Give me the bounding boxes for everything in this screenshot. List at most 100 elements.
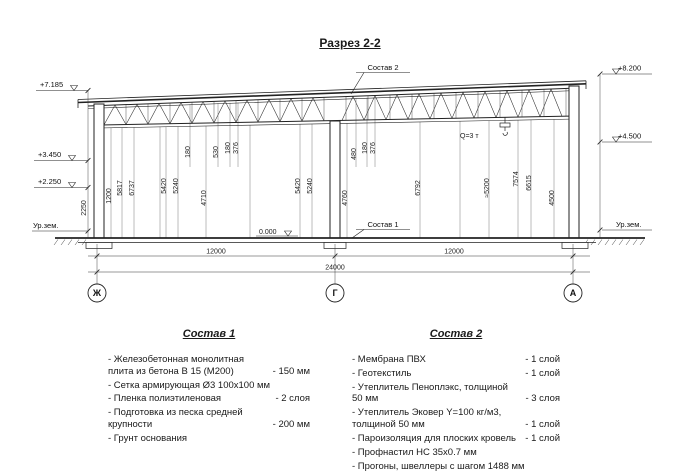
elevation-flag-icon xyxy=(67,155,77,162)
spec-item: - Пленка полиэтиленовая - 2 слоя xyxy=(108,393,310,405)
zero-level-flag-icon xyxy=(283,230,293,237)
crane-load-label: Q=3 т xyxy=(460,133,479,140)
dim-vertical: 180 xyxy=(185,146,192,158)
dim-vertical: 5240 xyxy=(173,178,180,194)
spec-item-text: - Утеплитель Пеноплэкс, толщиной 50 мм xyxy=(352,381,508,405)
spec-item: - Профнастил НС 35х0.7 мм xyxy=(352,447,560,459)
axis-bubble xyxy=(563,283,583,303)
dim-vertical: 5420 xyxy=(161,178,168,194)
dim-vertical: 2250 xyxy=(81,200,88,216)
dim-vertical: 180 xyxy=(362,142,369,154)
spec-item-text: - Сетка армирующая Ø3 100х100 мм xyxy=(108,379,271,391)
spec-item: - Мембрана ПВХ - 1 слой xyxy=(352,354,560,366)
dim-vertical: 376 xyxy=(233,142,240,154)
spec2-title: Состав 2 xyxy=(429,328,483,340)
spec-item: - Прогоны, швеллеры с шагом 1488 мм xyxy=(352,461,560,473)
spec-item-value: - 150 мм xyxy=(272,365,310,377)
ground-level-label: Ур.зем. xyxy=(616,220,641,229)
generated-geometry xyxy=(53,71,645,275)
dim-vertical: 4500 xyxy=(549,190,556,206)
elevation-marks xyxy=(32,68,652,237)
dim-vertical: 530 xyxy=(213,146,220,158)
roof xyxy=(77,80,587,108)
dimension-lines xyxy=(87,74,601,284)
spec-item: - Железобетонная монолитная плита из бет… xyxy=(108,354,310,378)
dim-horizontal: 12000 xyxy=(206,249,226,256)
left-wall xyxy=(93,103,105,239)
elevation-flag-icon xyxy=(611,68,621,75)
elevation-label: +2.250 xyxy=(38,177,61,186)
dim-vertical: 180 xyxy=(225,142,232,154)
spec-sostav-1: Состав 1 - Железобетонная монолитная пли… xyxy=(108,328,310,447)
spec-item-value: - 3 слоя xyxy=(525,393,560,405)
dim-vertical: 5240 xyxy=(307,178,314,194)
dim-vertical: 7574 xyxy=(513,171,520,187)
spec-item: - Утеплитель Пеноплэкс, толщиной 50 мм - … xyxy=(352,382,560,406)
spec-item: - Грунт основания xyxy=(108,433,310,445)
spec-item: - Пароизоляция для плоских кровель - 1 сл… xyxy=(352,433,560,445)
spec-item-text: - Профнастил НС 35х0.7 мм xyxy=(352,446,477,458)
spec-item: - Геотекстиль - 1 слой xyxy=(352,368,560,380)
spec-item-text: - Мембрана ПВХ xyxy=(352,353,426,365)
spec-item-value: - 1 слой xyxy=(525,353,560,365)
annotations: +7.185 +3.450 +2.250 Ур.зем. +8.200 +4.5… xyxy=(33,63,641,298)
spec-item-text: - Прогоны, швеллеры с шагом 1488 мм xyxy=(352,460,525,472)
spec-item-value: - 1 слой xyxy=(525,419,560,431)
elevation-label: +7.185 xyxy=(40,80,63,89)
spec-item: - Сетка армирующая Ø3 100х100 мм xyxy=(108,380,310,392)
spec-item: - Подготовка из песка средней крупности -… xyxy=(108,407,310,431)
drawing-title: Разрез 2-2 xyxy=(0,36,700,50)
spec-item-text: - Подготовка из песка средней крупности xyxy=(108,407,243,431)
dim-vertical: 4760 xyxy=(342,190,349,206)
center-column xyxy=(329,120,341,239)
spec-item-value: - 1 слой xyxy=(525,433,560,444)
section-drawing: +7.185 +3.450 +2.250 Ур.зем. +8.200 +4.5… xyxy=(32,63,652,303)
dim-vertical: 5420 xyxy=(295,178,302,194)
spec-item-text: - Железобетонная монолитная плита из бет… xyxy=(108,353,244,377)
dim-vertical: 5817 xyxy=(117,180,124,196)
spec-item-value: - 200 мм xyxy=(272,419,310,431)
dim-horizontal: 24000 xyxy=(325,265,345,272)
callout-leaders xyxy=(350,72,410,239)
spec-item: - Утеплитель Эковер Y=100 кг/м3, толщино… xyxy=(352,407,560,431)
axis-bubbles xyxy=(87,283,583,303)
dim-vertical: 480 xyxy=(351,148,358,160)
dim-vertical: 4710 xyxy=(201,190,208,206)
elevation-label: +4.500 xyxy=(618,132,641,141)
axis-label: А xyxy=(570,288,577,298)
right-wall xyxy=(568,85,580,239)
floor-foundation xyxy=(55,237,645,249)
elevation-label: +3.450 xyxy=(38,150,61,159)
callout-sostav-2: Состав 2 xyxy=(367,63,398,72)
spec-item-value: - 2 слоя xyxy=(275,393,310,405)
axis-label: Г xyxy=(332,288,337,298)
elevation-flag-icon xyxy=(69,85,79,92)
dim-vertical: 6792 xyxy=(415,180,422,196)
dim-vertical: ≈5200 xyxy=(484,178,491,198)
spec-item-text: - Пароизоляция для плоских кровель xyxy=(352,433,517,444)
spec-item-text: - Утеплитель Эковер Y=100 кг/м3, толщино… xyxy=(352,407,502,431)
axis-bubble xyxy=(87,283,107,303)
spec-item-text: - Геотекстиль xyxy=(352,367,412,379)
elevation-label: +8.200 xyxy=(618,64,641,73)
columns xyxy=(93,85,580,239)
dim-vertical: 376 xyxy=(370,142,377,154)
callout-sostav-1: Состав 1 xyxy=(367,220,398,229)
spec-sostav-2: Состав 2 - Мембрана ПВХ - 1 слой - Геотек… xyxy=(352,328,560,474)
elevation-flag-icon xyxy=(67,182,77,189)
dim-vertical: 6737 xyxy=(129,180,136,196)
dim-horizontal: 12000 xyxy=(444,249,464,256)
elevation-flag-icon xyxy=(611,136,621,143)
spec-item-text: - Грунт основания xyxy=(108,433,188,444)
axis-label: Ж xyxy=(92,288,102,298)
dim-vertical: 6615 xyxy=(526,175,533,191)
spec-item-text: - Пленка полиэтиленовая xyxy=(108,393,222,405)
spec1-title: Состав 1 xyxy=(182,328,236,340)
dim-vertical: 1200 xyxy=(106,188,113,204)
ground-level-label: Ур.зем. xyxy=(33,221,58,230)
spec-item-value: - 1 слой xyxy=(525,367,560,379)
drawing-title-text: Разрез 2-2 xyxy=(319,36,381,50)
zero-level-label: 0.000 xyxy=(259,229,277,236)
hoist-symbol-icon xyxy=(499,117,511,136)
